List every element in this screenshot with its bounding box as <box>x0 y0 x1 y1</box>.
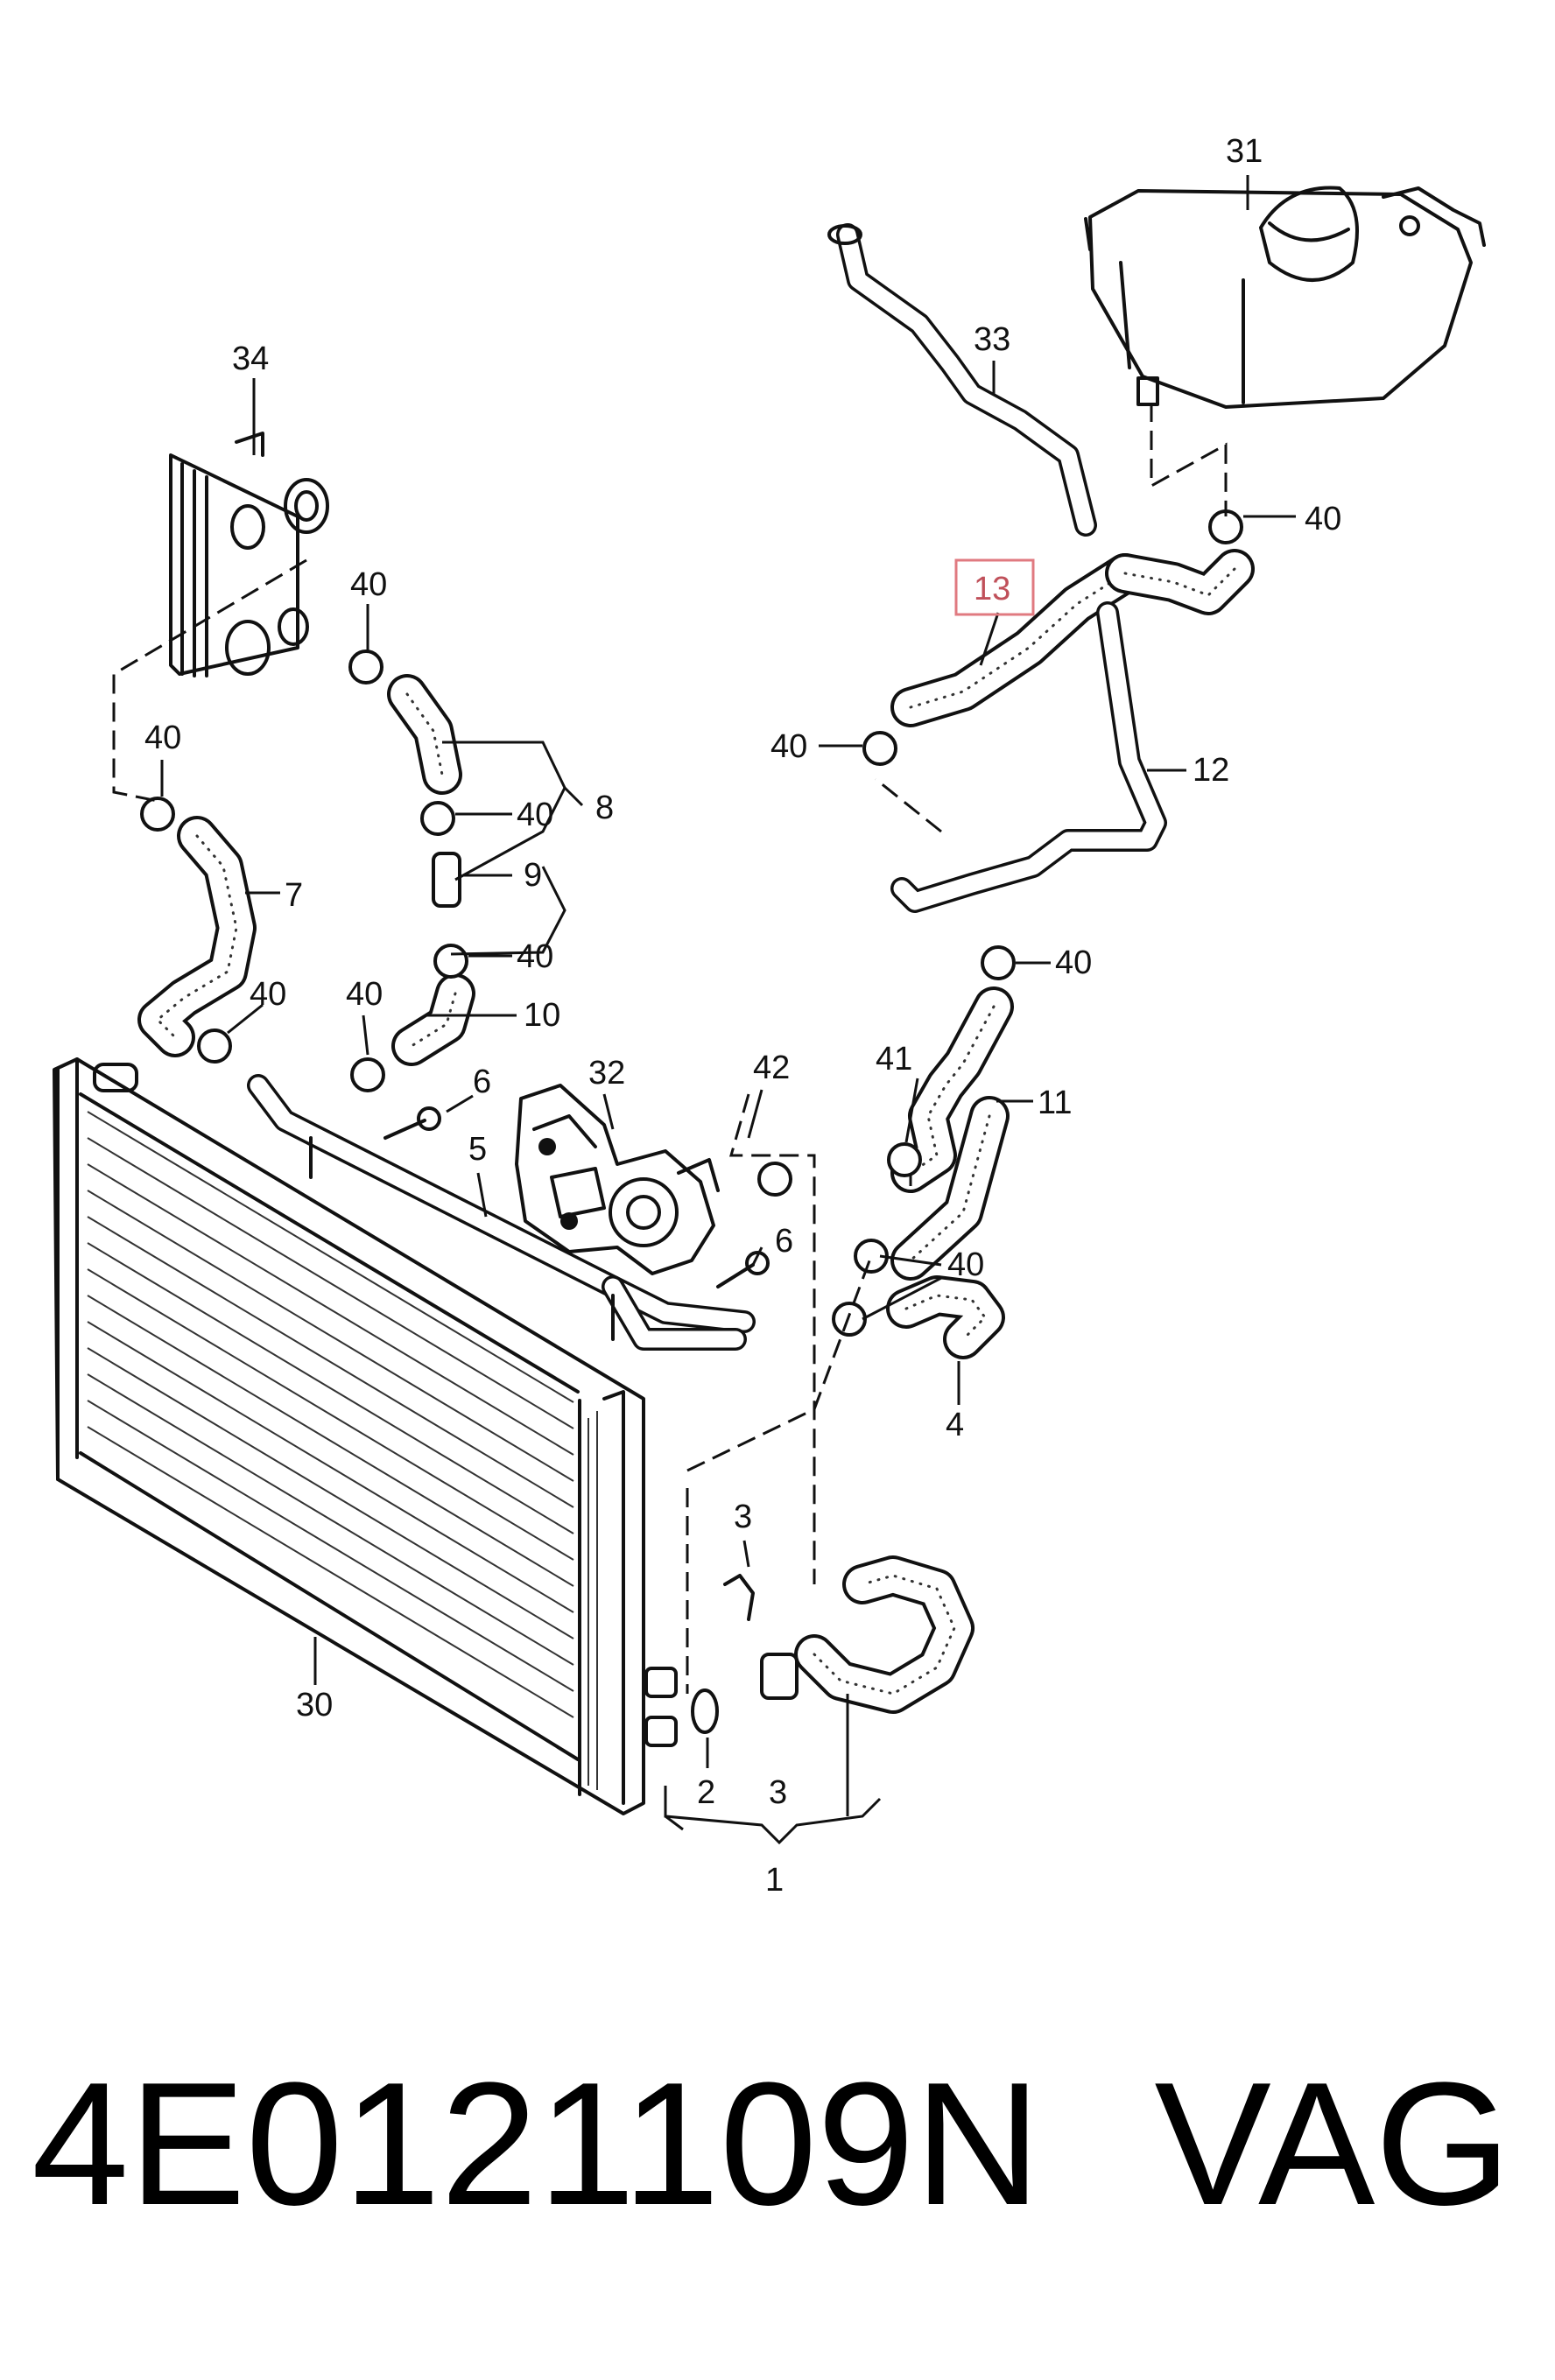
label-40: 40 <box>947 1246 984 1283</box>
leader-lines <box>160 175 1296 1845</box>
label-31: 31 <box>1226 133 1263 170</box>
small-parts <box>383 852 799 1734</box>
label-7: 7 <box>285 877 303 914</box>
label-33: 33 <box>974 321 1010 358</box>
label-40: 40 <box>250 976 286 1013</box>
label-40: 40 <box>350 566 387 603</box>
expansion-tank <box>1084 186 1486 409</box>
hoses <box>137 223 1255 1714</box>
label-6: 6 <box>775 1223 793 1260</box>
label-40: 40 <box>517 797 553 833</box>
coolant-pipe <box>247 1074 756 1351</box>
label-6: 6 <box>473 1064 491 1100</box>
label-42: 42 <box>753 1050 790 1086</box>
label-8: 8 <box>595 790 614 826</box>
label-40: 40 <box>144 720 181 756</box>
label-11: 11 <box>1038 1085 1072 1121</box>
callout-labels: 31 33 34 40 13 40 40 12 40 8 40 9 7 40 4… <box>144 133 1341 1899</box>
label-40: 40 <box>770 728 807 765</box>
label-40: 40 <box>1305 501 1341 537</box>
oil-cooler <box>169 432 329 677</box>
part-number-caption: 4E0121109N <box>32 2047 1041 2242</box>
label-34: 34 <box>232 341 269 377</box>
label-2: 2 <box>697 1774 715 1811</box>
label-5: 5 <box>468 1131 487 1168</box>
label-40: 40 <box>346 976 383 1013</box>
label-40: 40 <box>1055 944 1092 981</box>
label-32: 32 <box>588 1055 625 1092</box>
label-3: 3 <box>769 1774 787 1811</box>
label-3: 3 <box>734 1499 752 1535</box>
label-30: 30 <box>296 1687 333 1724</box>
label-40: 40 <box>517 938 553 975</box>
dash-lines <box>112 403 1228 1694</box>
label-1: 1 <box>765 1862 784 1899</box>
brand-caption: VAG <box>1154 2047 1511 2242</box>
radiator <box>53 1057 678 1815</box>
label-9: 9 <box>524 857 542 894</box>
label-41: 41 <box>876 1041 912 1078</box>
label-10: 10 <box>524 997 560 1034</box>
label-12: 12 <box>1193 752 1229 789</box>
label-13: 13 <box>974 571 1010 607</box>
highlight-box <box>954 558 1035 616</box>
water-pump <box>515 1084 720 1275</box>
hose-clamps <box>140 509 1243 1337</box>
label-4: 4 <box>946 1407 964 1443</box>
